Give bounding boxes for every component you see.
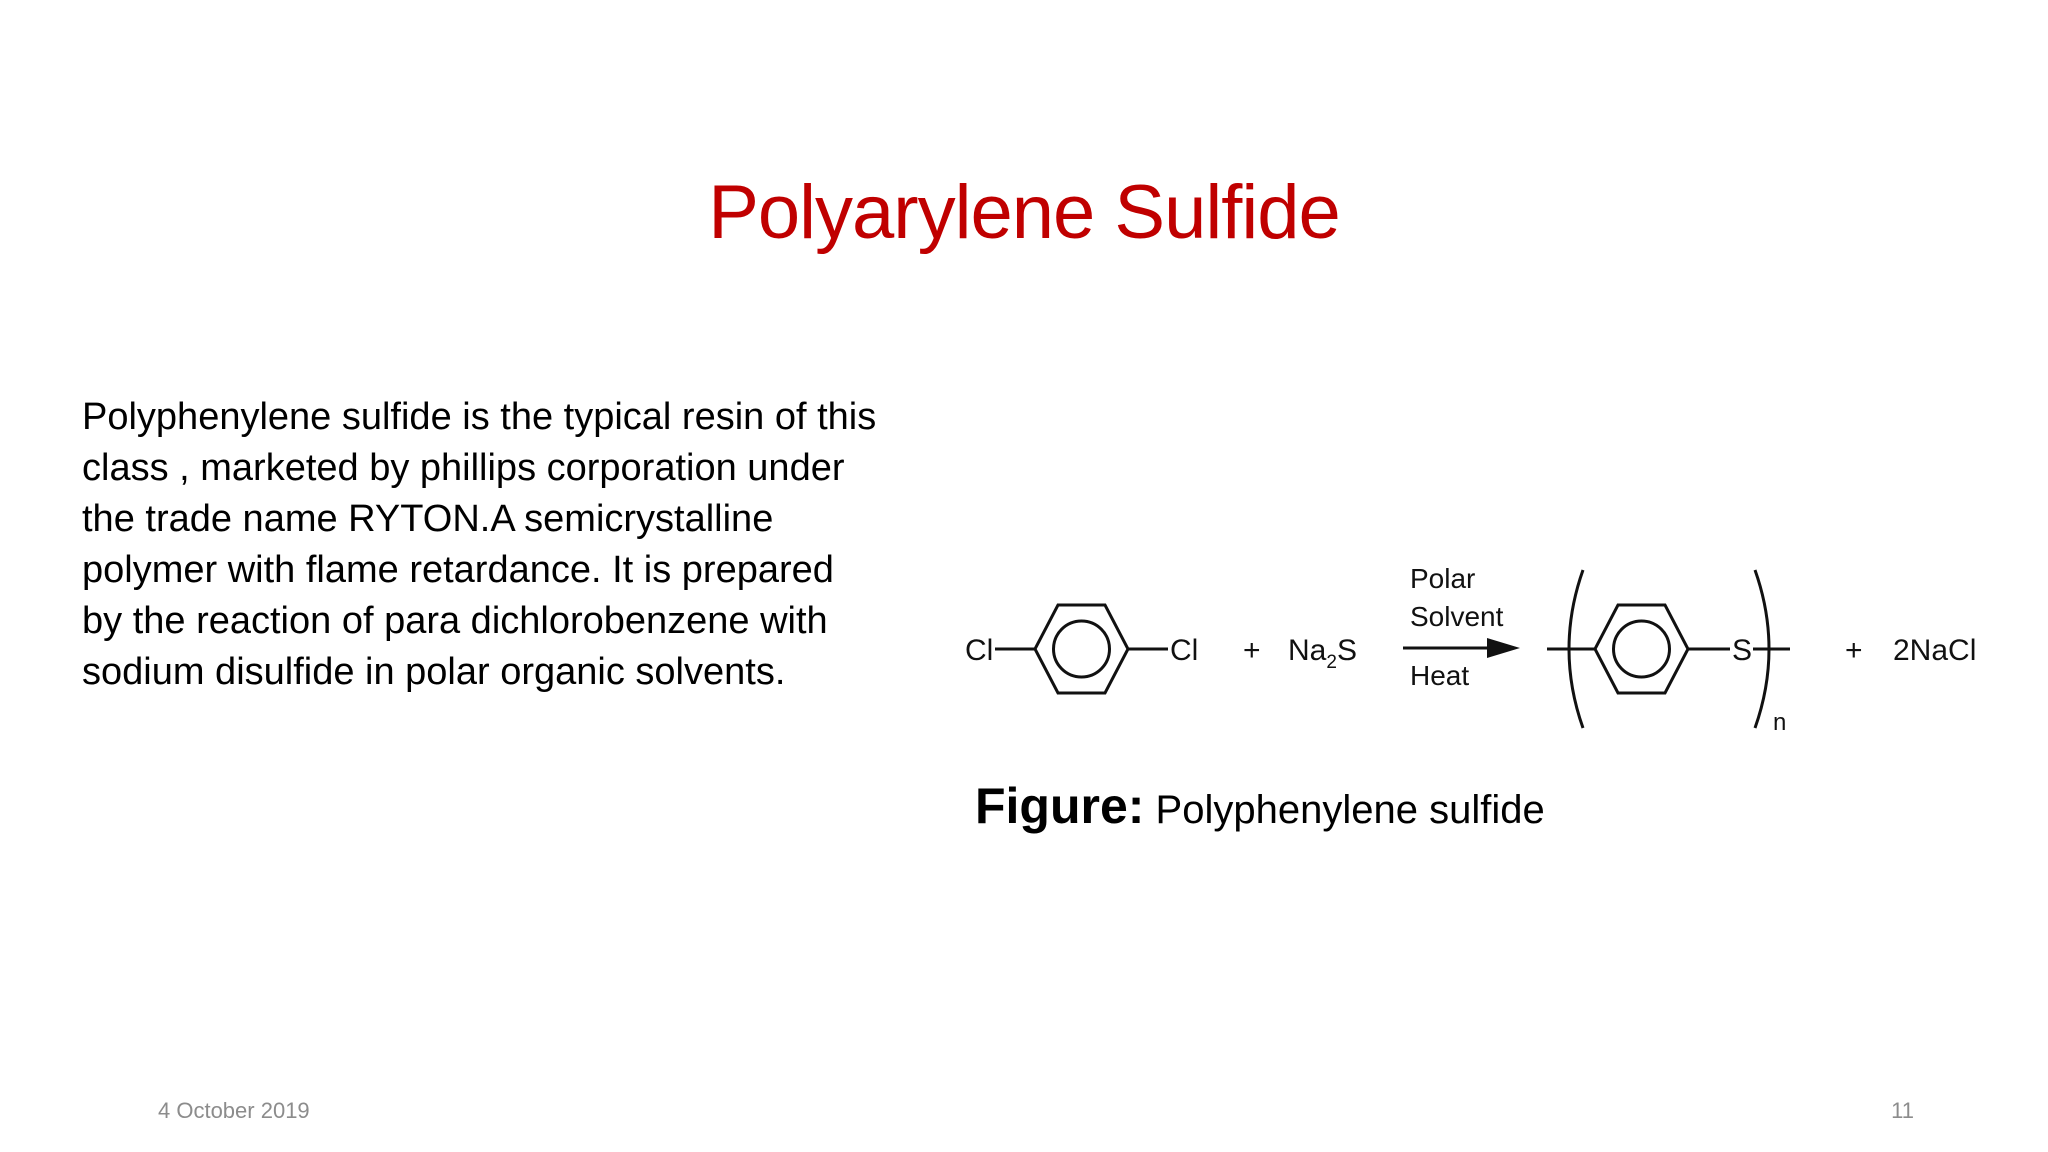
- slide-title: Polyarylene Sulfide: [708, 170, 1341, 255]
- condition-polar: Polar: [1410, 563, 1475, 594]
- footer-page-number: 11: [1891, 1098, 1914, 1123]
- condition-solvent: Solvent: [1410, 601, 1504, 632]
- benzene-ring-1-circle: [1052, 619, 1111, 679]
- plus-sign-2: +: [1845, 634, 1863, 667]
- plus-sign-1: +: [1243, 634, 1261, 667]
- footer-date: 4 October 2019: [158, 1098, 310, 1123]
- body-paragraph: Polyphenylene sulfide is the typical res…: [82, 396, 877, 693]
- reaction-arrow-head: [1487, 638, 1520, 658]
- figure-caption-label: Figure:: [975, 778, 1145, 834]
- reaction-scheme: Cl Cl + Na2S Polar Solvent Heat S n + 2N…: [965, 563, 1976, 736]
- benzene-ring-1: [1033, 603, 1130, 695]
- polymer-left-bracket: [1567, 569, 1585, 729]
- reactant2-na2s: Na2S: [1288, 634, 1357, 673]
- benzene-ring-2-circle: [1612, 619, 1671, 679]
- figure-caption-text: Polyphenylene sulfide: [1144, 788, 1545, 832]
- byproduct-2nacl: 2NaCl: [1893, 634, 1976, 667]
- reactant1-left-cl: Cl: [965, 634, 993, 667]
- condition-heat: Heat: [1410, 660, 1469, 691]
- reactant1-right-cl: Cl: [1170, 634, 1198, 667]
- repeat-subscript-n: n: [1773, 709, 1786, 736]
- polymer-right-bracket: [1753, 569, 1771, 729]
- figure-caption: Figure: Polyphenylene sulfide: [975, 776, 1975, 840]
- benzene-ring-2: [1593, 603, 1690, 695]
- polymer-sulfur: S: [1732, 634, 1752, 667]
